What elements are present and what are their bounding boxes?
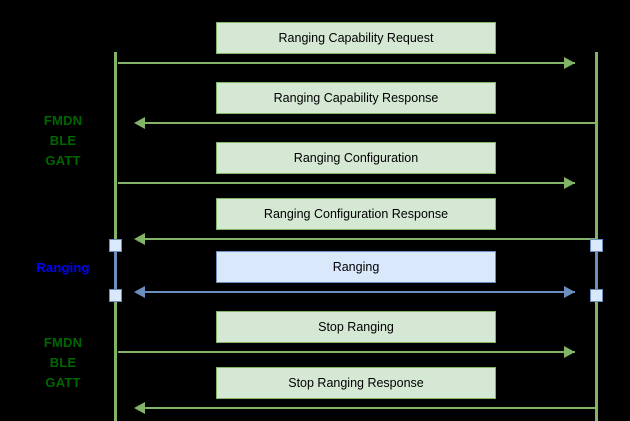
phase-label-fmdn-ble-gatt-top: FMDN BLE GATT (43, 113, 83, 168)
left-lifeline (114, 52, 117, 421)
arrow-head-ranging-capability-response (134, 117, 145, 129)
arrow-head-ranging-left (134, 286, 145, 298)
arrow-head-ranging-configuration-response (134, 233, 145, 245)
arrow-head-ranging-right (564, 286, 575, 298)
message-box-ranging-configuration: Ranging Configuration (216, 142, 496, 174)
arrow-head-stop-ranging-response (134, 402, 145, 414)
message-box-ranging-capability-request: Ranging Capability Request (216, 22, 496, 54)
left-ranging-activation-bar (114, 245, 117, 295)
arrow-head-ranging-configuration (564, 177, 575, 189)
right-lifeline (595, 52, 598, 421)
left-ranging-start-marker (109, 239, 122, 252)
arrow-line-ranging (145, 291, 575, 293)
phase-label-fmdn-ble-gatt-bottom: FMDN BLE GATT (43, 335, 83, 390)
message-box-ranging-capability-response: Ranging Capability Response (216, 82, 496, 114)
arrow-line-stop-ranging-response (145, 407, 596, 409)
arrow-line-stop-ranging (118, 351, 575, 353)
message-box-ranging: Ranging (216, 251, 496, 283)
arrow-line-ranging-configuration-response (145, 238, 596, 240)
phase-label-ranging: Ranging (36, 260, 90, 275)
arrow-head-stop-ranging (564, 346, 575, 358)
left-ranging-end-marker (109, 289, 122, 302)
arrow-line-ranging-capability-response (145, 122, 596, 124)
message-box-stop-ranging-response: Stop Ranging Response (216, 367, 496, 399)
arrow-head-ranging-capability-request (564, 57, 575, 69)
arrow-line-ranging-configuration (118, 182, 575, 184)
message-box-stop-ranging: Stop Ranging (216, 311, 496, 343)
arrow-line-ranging-capability-request (118, 62, 575, 64)
right-ranging-end-marker (590, 289, 603, 302)
right-ranging-activation-bar (595, 245, 598, 295)
right-ranging-start-marker (590, 239, 603, 252)
message-box-ranging-configuration-response: Ranging Configuration Response (216, 198, 496, 230)
